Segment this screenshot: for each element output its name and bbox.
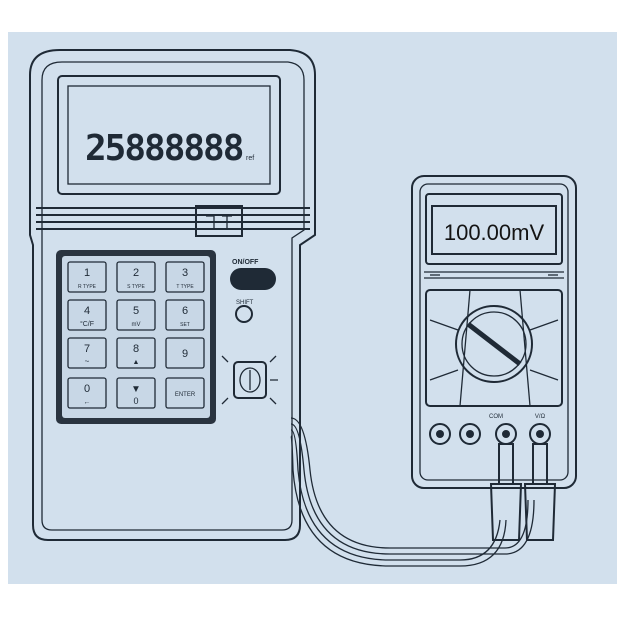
svg-text:°C/F: °C/F (80, 320, 94, 328)
test-lead-2-inner (290, 435, 507, 567)
svg-text:S TYPE: S TYPE (127, 284, 145, 290)
calibrator-connector-mark (206, 215, 232, 228)
svg-text:0: 0 (133, 396, 138, 406)
key-3[interactable]: 3 T TYPE (165, 261, 205, 293)
svg-text:7: 7 (84, 343, 90, 355)
jack-label-com: COM (489, 414, 503, 420)
calibrator-display-unit: ref (246, 155, 254, 162)
calibrator: 25888888 ref 1 R TYPE 2 S TYPE 3 T TYPE (29, 49, 316, 541)
test-lead-outer (290, 417, 529, 549)
svg-text:ENTER: ENTER (175, 392, 196, 398)
svg-text:0: 0 (84, 383, 90, 395)
calibrator-display-frame (57, 75, 281, 195)
calibrator-body (29, 49, 316, 541)
svg-text:▲: ▲ (133, 359, 140, 366)
multimeter-inner-outline (419, 183, 569, 481)
key-7[interactable]: 7 ~ (67, 337, 107, 369)
multimeter-display-text: 100.00mV (444, 220, 545, 245)
probe-plug-com (489, 443, 523, 541)
dial-guide (519, 289, 531, 407)
range-switch[interactable] (221, 355, 278, 405)
svg-text:←: ← (84, 399, 91, 406)
svg-text:1: 1 (84, 267, 90, 279)
dial-guide (429, 319, 559, 381)
on-off-label: ON/OFF (232, 259, 259, 266)
test-lead-2-outer (290, 429, 501, 561)
jack-1[interactable] (429, 423, 451, 445)
key-1[interactable]: 1 R TYPE (67, 261, 107, 293)
svg-text:~: ~ (85, 357, 90, 366)
dial-guide (459, 289, 471, 407)
calibrator-connector-clip (195, 205, 243, 237)
svg-text:T TYPE: T TYPE (176, 284, 194, 290)
svg-text:4: 4 (84, 305, 90, 317)
svg-text:6: 6 (182, 305, 188, 317)
svg-text:5: 5 (133, 305, 139, 317)
key-enter[interactable]: ENTER (165, 377, 205, 409)
on-off-button[interactable] (230, 268, 276, 290)
svg-text:2: 2 (133, 267, 139, 279)
key-9[interactable]: 9 (165, 337, 205, 369)
svg-text:▼: ▼ (131, 384, 141, 395)
multimeter-display-glass (431, 205, 557, 255)
calibrator-display-glass (67, 85, 271, 185)
dial-panel (425, 289, 563, 407)
key-0[interactable]: 0 ← (67, 377, 107, 409)
key-down[interactable]: ▼ 0 (116, 377, 156, 409)
shift-label: SHIFT (236, 300, 254, 306)
calibrator-display-text: 25888888 (85, 128, 243, 169)
shift-button[interactable] (235, 305, 253, 323)
svg-text:9: 9 (182, 348, 188, 360)
rotary-dial[interactable] (455, 305, 533, 383)
key-8[interactable]: 8 ▲ (116, 337, 156, 369)
jack-2[interactable] (459, 423, 481, 445)
rotary-dial-pointer (466, 322, 522, 366)
multimeter: 100.00mV COM V/Ω (411, 175, 577, 541)
jack-label-v-ohm: V/Ω (535, 414, 546, 420)
svg-text:mV: mV (132, 322, 141, 328)
test-lead-inner (290, 423, 535, 555)
probe-plug-v-ohm (523, 443, 557, 541)
test-leads (290, 417, 535, 567)
calibrator-inner-outline (41, 61, 305, 531)
key-2[interactable]: 2 S TYPE (116, 261, 156, 293)
key-6[interactable]: 6 SET (165, 299, 205, 331)
svg-text:8: 8 (133, 343, 139, 355)
multimeter-body (411, 175, 577, 489)
multimeter-display-frame (425, 193, 563, 265)
rotary-dial-inner (461, 311, 527, 377)
svg-text:SET: SET (180, 322, 190, 328)
key-5[interactable]: 5 mV (116, 299, 156, 331)
svg-text:3: 3 (182, 267, 188, 279)
key-4[interactable]: 4 °C/F (67, 299, 107, 331)
svg-text:R TYPE: R TYPE (78, 284, 97, 290)
